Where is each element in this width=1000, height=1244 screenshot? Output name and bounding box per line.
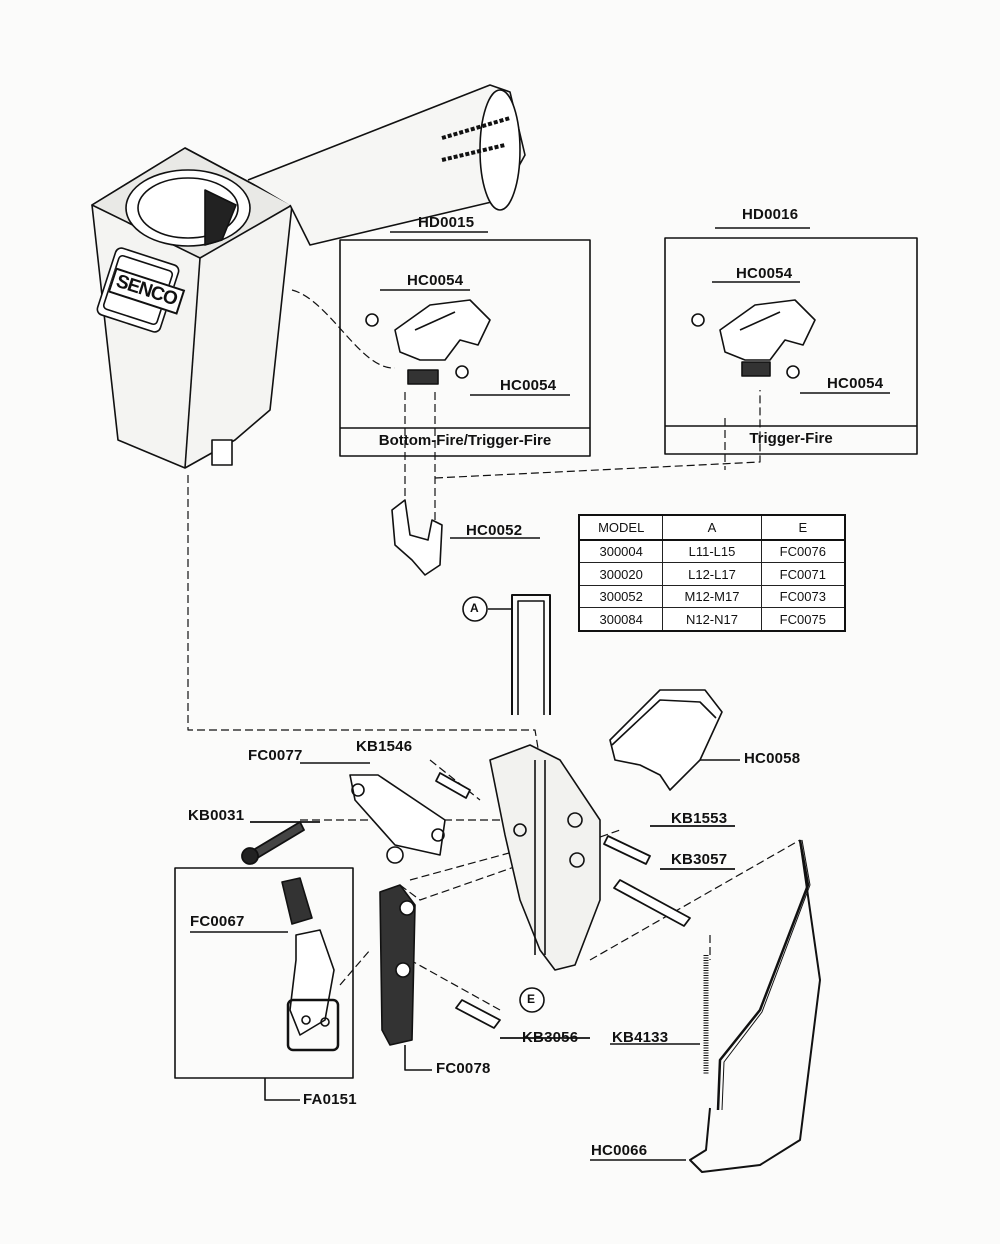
header-e: E xyxy=(760,514,846,541)
hc0066-wire xyxy=(590,839,821,1173)
fc0078-drawing xyxy=(379,846,432,1071)
hd0015-label: HD0015 xyxy=(418,214,475,231)
hc0052-label: HC0052 xyxy=(466,522,523,539)
kb3057-label: KB3057 xyxy=(671,851,728,868)
table-row: 300084 N12-N17 FC0075 xyxy=(578,607,846,632)
hd0016-label: HD0016 xyxy=(742,206,799,223)
hd0016-box xyxy=(664,237,918,455)
fa0151-label: FA0151 xyxy=(303,1091,357,1108)
a-cell: M12-M17 xyxy=(662,584,762,609)
kb4133-label: KB4133 xyxy=(612,1029,669,1046)
callout-a: A xyxy=(470,601,479,615)
kb4133-spring xyxy=(610,955,709,1075)
table-row: 300004 L11-L15 FC0076 xyxy=(578,539,846,564)
hd0015-caption: Bottom-Fire/Trigger-Fire xyxy=(378,432,552,449)
model-table-header: MODEL A E xyxy=(578,514,846,541)
nosepiece-drawing xyxy=(489,744,601,971)
header-a: A xyxy=(662,514,762,541)
callout-e: E xyxy=(527,992,536,1006)
staple-a xyxy=(488,594,551,715)
hd0016-hc0054-bottom-label: HC0054 xyxy=(827,375,884,392)
hc0052-drawing xyxy=(391,499,540,576)
fc0077-label: FC0077 xyxy=(248,747,303,764)
header-model: MODEL xyxy=(578,514,664,541)
hd0015-hc0054-top-label: HC0054 xyxy=(407,272,464,289)
fc0078-label: FC0078 xyxy=(436,1060,491,1077)
table-row: 300020 L12-L17 FC0071 xyxy=(578,562,846,586)
trigger-assembly-2 xyxy=(691,299,816,379)
model-cell: 300084 xyxy=(578,607,664,632)
table-row: 300052 M12-M17 FC0073 xyxy=(578,584,846,609)
a-cell: L11-L15 xyxy=(662,539,762,564)
hc0058-drawing xyxy=(609,689,740,791)
callout-e-circle xyxy=(519,987,545,1013)
hd0016-caption: Trigger-Fire xyxy=(749,430,833,447)
trigger-assembly-1 xyxy=(365,299,491,385)
hd0016-hc0054-top-label: HC0054 xyxy=(736,265,793,282)
hc0058-label: HC0058 xyxy=(744,750,801,767)
model-cell: 300052 xyxy=(578,584,664,609)
e-cell: FC0073 xyxy=(760,584,846,609)
fa0151-latch-drawing xyxy=(190,877,340,1052)
kb1553-label: KB1553 xyxy=(671,810,728,827)
kb1546-label: KB1546 xyxy=(356,738,413,755)
a-cell: L12-L17 xyxy=(662,562,762,586)
e-cell: FC0075 xyxy=(760,607,846,632)
e-cell: FC0071 xyxy=(760,562,846,586)
e-cell: FC0076 xyxy=(760,539,846,564)
model-table: MODEL A E 300004 L11-L15 FC0076 300020 L… xyxy=(578,514,846,632)
kb0031-label: KB0031 xyxy=(188,807,245,824)
fa0151-box xyxy=(174,867,354,1079)
hd0015-box xyxy=(339,239,591,457)
housing-drawing xyxy=(91,84,526,469)
hd0015-hc0054-bottom-label: HC0054 xyxy=(500,377,557,394)
fc0067-label: FC0067 xyxy=(190,913,245,930)
callout-a-circle xyxy=(462,596,488,622)
a-cell: N12-N17 xyxy=(662,607,762,632)
fc0077-drawing xyxy=(300,762,446,856)
hc0066-label: HC0066 xyxy=(591,1142,648,1159)
kb3056-label: KB3056 xyxy=(522,1029,579,1046)
model-cell: 300020 xyxy=(578,562,664,586)
model-cell: 300004 xyxy=(578,539,664,564)
